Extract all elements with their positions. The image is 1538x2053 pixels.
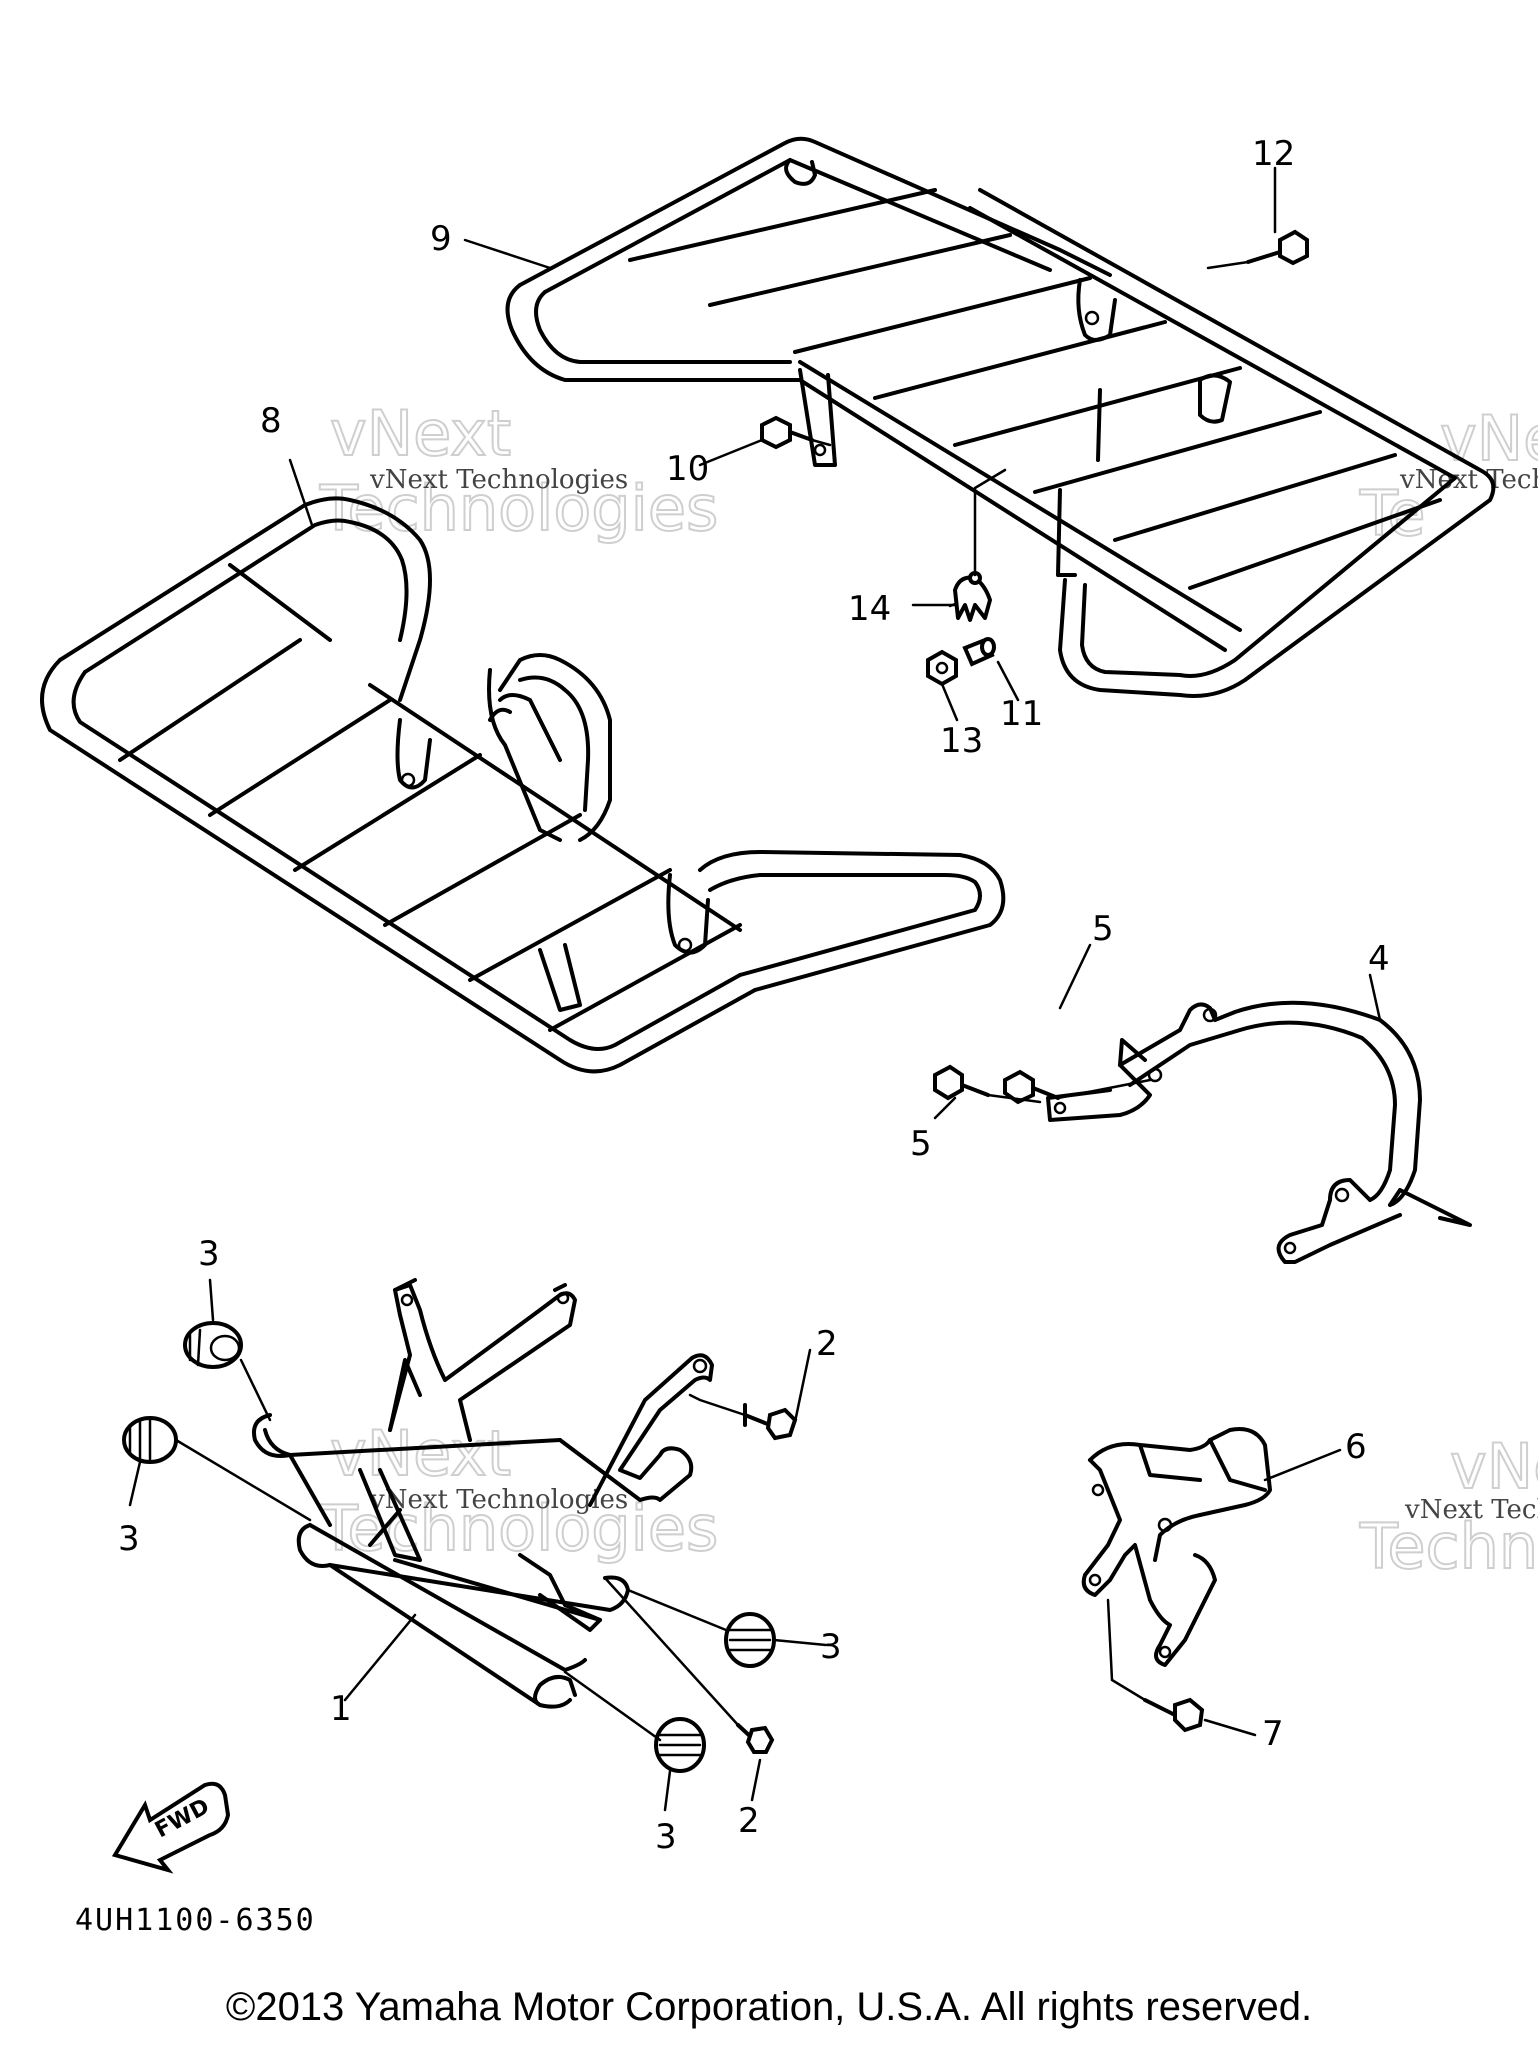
callout-14: 14 [848, 589, 891, 629]
watermark-small-4: vNext Technologies [1404, 1495, 1538, 1525]
leader-lines [128, 166, 1382, 1812]
bolt-5b [933, 1064, 990, 1101]
bolt-2a [743, 1403, 798, 1441]
callout-1: 1 [330, 1689, 352, 1729]
callout-3d: 3 [655, 1817, 677, 1857]
watermark-cut-2: Te [1359, 477, 1425, 550]
watermark-big-3: vNext [330, 1417, 511, 1490]
callout-11: 11 [1000, 694, 1043, 734]
bolt-10 [760, 415, 814, 450]
watermark-right: vNext Technologies vNe Te vNext Technolo… [1358, 401, 1538, 1584]
watermark-cut-4: Techn [1359, 1510, 1538, 1583]
callout-13: 13 [940, 721, 983, 761]
damper-3d [654, 1717, 706, 1773]
callout-2b: 2 [738, 1801, 760, 1841]
watermark-cut-1: vNe [1440, 402, 1538, 475]
callout-3b: 3 [118, 1519, 140, 1559]
collar-11 [962, 637, 996, 667]
callout-6: 6 [1345, 1427, 1367, 1467]
rear-carrier-9 [505, 136, 1496, 698]
bracket-4 [1046, 1000, 1472, 1264]
callout-9: 9 [430, 219, 452, 259]
watermark-big-1: vNext [330, 397, 511, 470]
clip-14 [953, 571, 992, 622]
damper-3b [122, 1416, 178, 1464]
callout-5b: 5 [910, 1124, 932, 1164]
bolt-5a [1003, 1069, 1060, 1105]
callout-4: 4 [1368, 939, 1390, 979]
watermark-small-2: vNext Technologies [369, 1485, 628, 1515]
front-carrier-8 [40, 496, 1006, 1074]
watermark-small-3: vNext Technologies [1399, 465, 1538, 495]
callout-10: 10 [666, 449, 709, 489]
watermark-mid: vNext Technologies vNext Technologies [318, 1416, 719, 1566]
frame-bracket-1 [252, 1278, 714, 1709]
callout-7: 7 [1262, 1714, 1284, 1754]
callout-5a: 5 [1092, 909, 1114, 949]
watermark-cut-3: vNe [1450, 1430, 1538, 1503]
nut-13 [926, 649, 958, 687]
bolt-7 [1143, 1697, 1205, 1733]
callout-3a: 3 [198, 1234, 220, 1274]
watermark-big-2: Technologies [319, 472, 718, 545]
watermark-top: vNext Technologies vNext Technologies [318, 396, 719, 546]
fwd-arrow-icon: FWD [111, 1781, 231, 1874]
bracket-6 [1081, 1427, 1272, 1667]
damper-3c [724, 1612, 776, 1668]
callout-12: 12 [1252, 134, 1295, 174]
bolt-12 [1246, 229, 1309, 266]
callout-8: 8 [260, 401, 282, 441]
bolt-2b [736, 1723, 775, 1754]
damper-3a [183, 1321, 243, 1369]
callout-2a: 2 [816, 1324, 838, 1364]
diagram-code: 4UH1100-6350 [75, 1903, 316, 1938]
watermark-small-1: vNext Technologies [369, 465, 628, 495]
callout-3c: 3 [820, 1627, 842, 1667]
copyright-notice: ©2013 Yamaha Motor Corporation, U.S.A. A… [225, 1985, 1313, 2029]
